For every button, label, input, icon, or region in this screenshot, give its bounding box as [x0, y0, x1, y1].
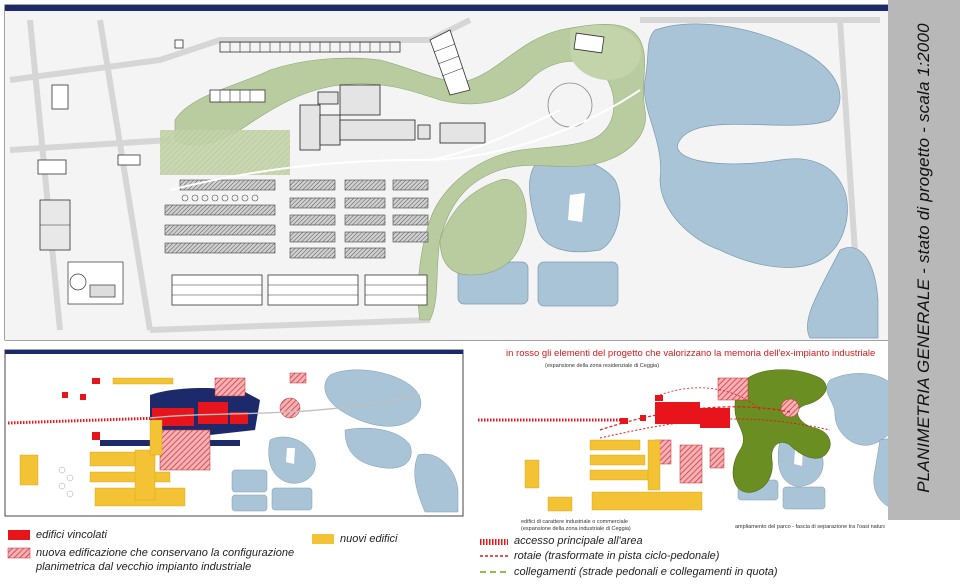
label-park-expansion: ampliamento del parco - fascia di separa… [735, 524, 885, 530]
legend-new-construction-line1: nuova edificazione che conservano la con… [36, 547, 295, 559]
page-title: PLANIMETRIA GENERALE - stato di progetto… [914, 23, 933, 493]
legend-swatch-new-construction [7, 547, 31, 559]
label-residential-expansion: (espansione della zona residenziale di C… [545, 363, 660, 369]
green-park [160, 24, 646, 321]
railway-right [599, 406, 791, 431]
legend-swatch-protected [8, 530, 30, 540]
label-industrial-line2: (espansione della zona industriale di Ce… [521, 526, 631, 532]
protected-buildings-right [620, 395, 730, 428]
industrial-complex [299, 84, 486, 151]
main-access-left [7, 416, 161, 425]
pedestrian-paths-main [169, 89, 641, 191]
island [568, 193, 585, 222]
bottom-right-plan [478, 369, 947, 512]
main-plan-top-strip [5, 5, 888, 11]
legend-protected-label: edifici vincolati [36, 529, 107, 541]
new-buildings-left [19, 377, 186, 507]
legend-swatches [7, 530, 508, 573]
title-band [888, 0, 960, 520]
right-map-heading: in rosso gli elementi del progetto che v… [506, 348, 876, 359]
new-buildings-right [524, 439, 703, 512]
legend-access-label: accesso principale all'area [514, 535, 643, 547]
dark-green-park [732, 369, 831, 493]
legend-connections-label: collegamenti (strade pedonali e collegam… [514, 566, 778, 578]
legend-new-construction-line2: planimetrica dal vecchio impianto indust… [36, 561, 252, 573]
legend-railway-label: rotaie (trasformate in pista ciclo-pedon… [514, 550, 720, 562]
parking-lots [164, 179, 429, 259]
buildings-main-plan [37, 29, 605, 306]
protected-buildings-left [62, 378, 248, 440]
label-industrial-line1: edifici di carattere industriale o comme… [521, 519, 628, 525]
label-industrial-buildings: edifici di carattere industriale o comme… [521, 519, 631, 533]
main-plan [4, 4, 889, 341]
legend-swatch-new-buildings [312, 534, 334, 544]
legend-new-buildings-label: nuovi edifici [340, 533, 398, 545]
bottom-left-plan [4, 349, 464, 517]
